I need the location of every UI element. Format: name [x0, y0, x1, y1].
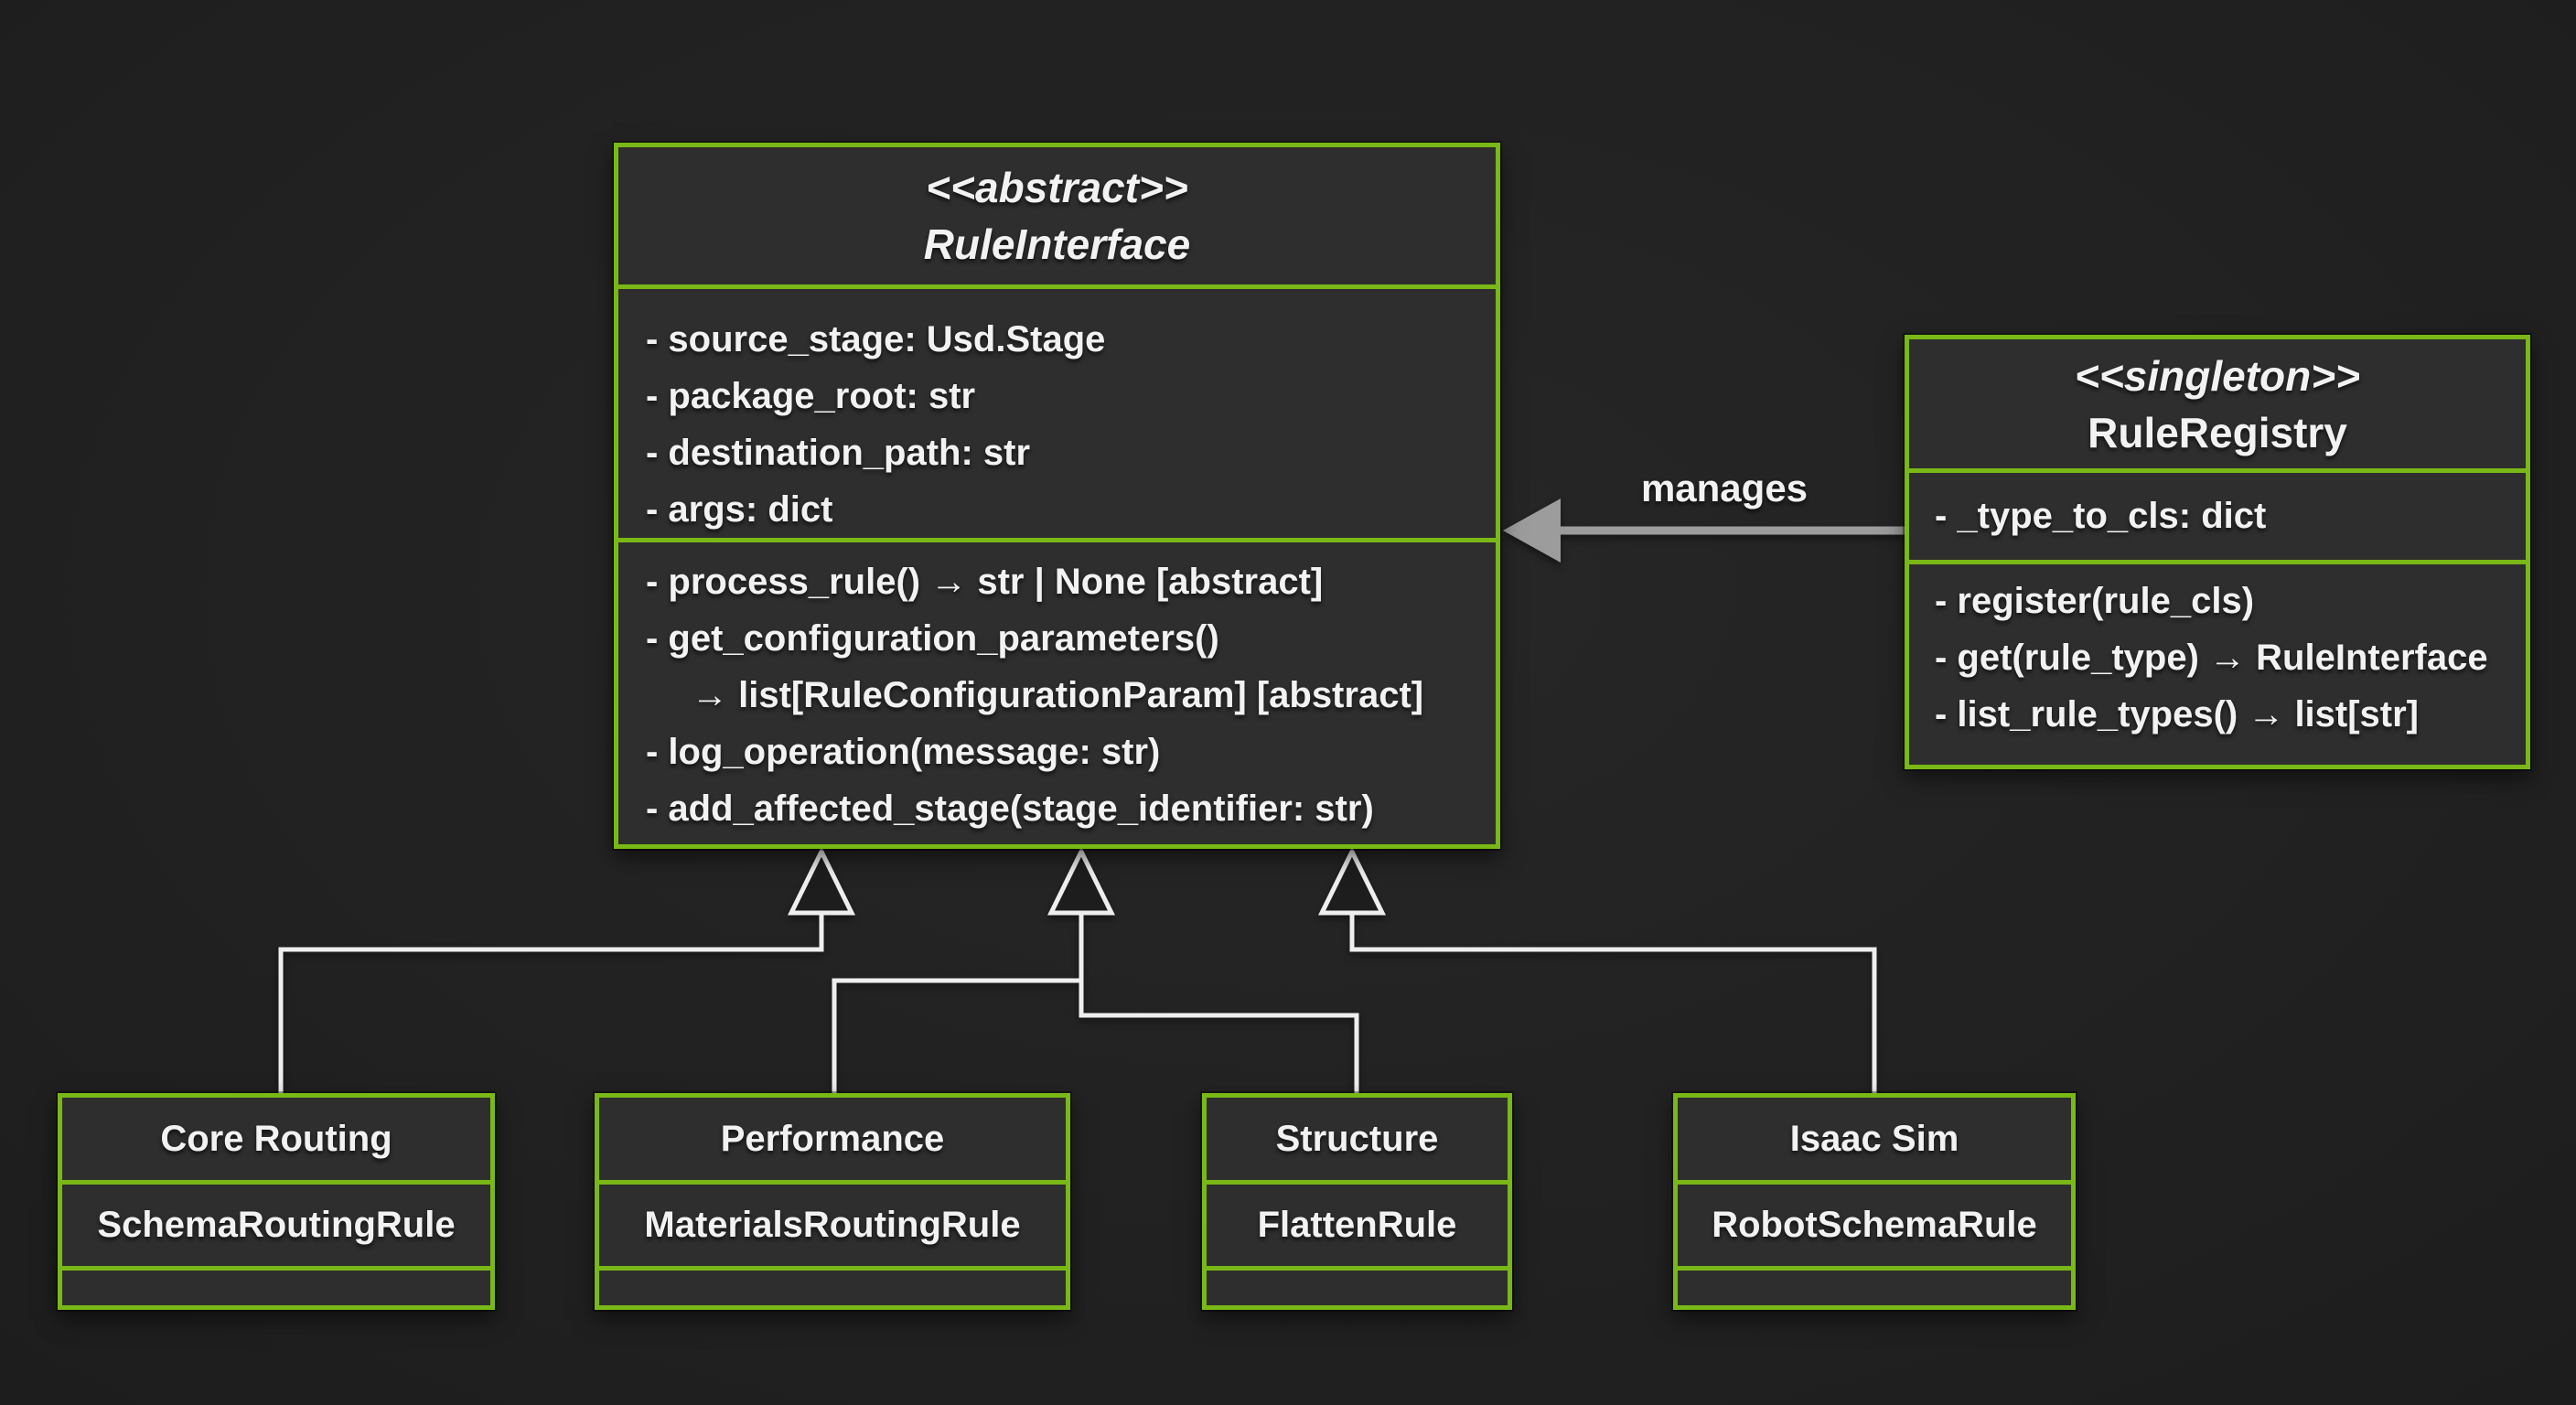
subclass-implementation: FlattenRule	[1207, 1180, 1508, 1266]
rule-registry-name: RuleRegistry	[2088, 408, 2347, 456]
attribute-line: - _type_to_cls: dict	[1935, 496, 2267, 536]
empty-compartment	[1678, 1266, 2071, 1305]
method-line: - register(rule_cls)	[1935, 581, 2255, 621]
manages-arrowhead	[1503, 499, 1561, 563]
inheritance-connector-core-routing	[278, 914, 824, 1093]
subclass-impl-name: FlattenRule	[1257, 1205, 1457, 1245]
empty-compartment	[1207, 1266, 1508, 1305]
subclass-impl-name: SchemaRoutingRule	[97, 1205, 456, 1245]
subclass-impl-name: RobotSchemaRule	[1712, 1205, 2037, 1245]
class-box-performance: Performance MaterialsRoutingRule	[595, 1093, 1070, 1310]
inheritance-triangle-right	[1317, 846, 1387, 916]
class-box-rule-registry: <<singleton>> RuleRegistry - _type_to_cl…	[1905, 335, 2530, 769]
subclass-implementation: RobotSchemaRule	[1678, 1180, 2071, 1266]
rule-interface-name: RuleInterface	[923, 220, 1191, 268]
subclass-title: Isaac Sim	[1789, 1118, 1959, 1159]
subclass-title: Structure	[1275, 1118, 1439, 1159]
inheritance-triangle-left	[787, 846, 856, 916]
empty-compartment	[599, 1266, 1066, 1305]
method-line: - process_rule() → str | None [abstract]	[646, 562, 1324, 602]
subclass-category: Performance	[599, 1098, 1066, 1180]
attribute-line: - package_root: str	[646, 376, 976, 416]
method-line: - get(rule_type) → RuleInterface	[1935, 638, 2488, 678]
empty-compartment	[62, 1266, 490, 1305]
method-line: - get_configuration_parameters()	[646, 618, 1219, 659]
rule-registry-methods: - register(rule_cls) - get(rule_type) → …	[1909, 560, 2526, 765]
inheritance-connector-isaac-sim	[1349, 914, 1877, 1093]
class-box-rule-interface: <<abstract>> RuleInterface - source_stag…	[614, 143, 1500, 849]
subclass-implementation: MaterialsRoutingRule	[599, 1180, 1066, 1266]
method-line-continuation: → list[RuleConfigurationParam] [abstract…	[692, 675, 1424, 715]
subclass-title: Performance	[720, 1118, 945, 1159]
inheritance-connector-performance	[832, 978, 1081, 1093]
attribute-line: - destination_path: str	[646, 433, 1031, 473]
subclass-category: Isaac Sim	[1678, 1098, 2071, 1180]
rule-interface-stereotype: <<abstract>>	[926, 164, 1188, 211]
rule-interface-attributes: - source_stage: Usd.Stage - package_root…	[618, 284, 1496, 538]
class-box-isaac-sim: Isaac Sim RobotSchemaRule	[1673, 1093, 2076, 1310]
rule-interface-methods: - process_rule() → str | None [abstract]…	[618, 538, 1496, 844]
method-line: - add_affected_stage(stage_identifier: s…	[646, 788, 1374, 829]
attribute-line: - args: dict	[646, 489, 833, 530]
subclass-title: Core Routing	[160, 1118, 392, 1159]
subclass-category: Core Routing	[62, 1098, 490, 1180]
class-box-structure: Structure FlattenRule	[1202, 1093, 1512, 1310]
inheritance-triangle-middle	[1046, 846, 1116, 916]
rule-registry-attributes: - _type_to_cls: dict	[1909, 468, 2526, 560]
method-line: - log_operation(message: str)	[646, 732, 1161, 772]
subclass-category: Structure	[1207, 1098, 1508, 1180]
attribute-line: - source_stage: Usd.Stage	[646, 319, 1106, 359]
rule-registry-header: <<singleton>> RuleRegistry	[1909, 339, 2526, 468]
rule-interface-header: <<abstract>> RuleInterface	[618, 147, 1496, 284]
method-line: - list_rule_types() → list[str]	[1935, 694, 2420, 735]
inheritance-connector-structure	[1079, 914, 1359, 1093]
rule-registry-stereotype: <<singleton>>	[2075, 351, 2360, 400]
class-box-core-routing: Core Routing SchemaRoutingRule	[58, 1093, 495, 1310]
subclass-impl-name: MaterialsRoutingRule	[644, 1205, 1021, 1245]
manages-label: manages	[1640, 467, 1809, 509]
subclass-implementation: SchemaRoutingRule	[62, 1180, 490, 1266]
